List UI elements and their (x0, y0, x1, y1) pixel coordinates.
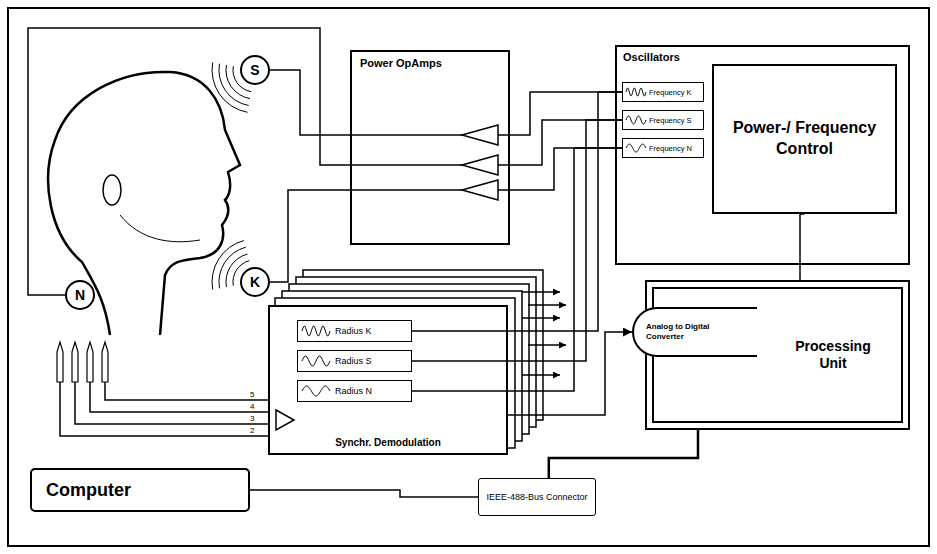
node-text: Analog to Digital Converter (646, 322, 734, 342)
drawing-stroke (522, 291, 560, 293)
amplifier-symbols (350, 125, 510, 200)
frequency-box: Frequency S (622, 110, 704, 130)
jaw-line (120, 215, 200, 242)
node-text: Frequency K (649, 88, 692, 97)
data-arrows (522, 292, 566, 375)
computer-box: Computer (30, 468, 250, 512)
node-text: Power-/ Frequency Control (730, 118, 880, 160)
connector (270, 190, 350, 282)
connector (412, 120, 622, 361)
connector (412, 148, 622, 391)
connector (412, 92, 622, 331)
node-text: Frequency N (649, 144, 692, 153)
node-text: Frequency S (649, 116, 692, 125)
wire-number: 2 (249, 426, 255, 435)
connector (508, 332, 632, 415)
node-text: Synchr. Demodulation (335, 437, 441, 453)
wave-symbol (625, 87, 647, 97)
node-text: S (250, 62, 259, 78)
drawing-stroke (350, 189, 462, 191)
wire-number: 4 (249, 402, 255, 411)
frequency-box: Frequency N (622, 138, 704, 158)
coil-circle: S (240, 55, 270, 85)
control-box: Power-/ Frequency Control (712, 64, 897, 214)
wave-line (302, 386, 330, 396)
sensor-wire (75, 382, 268, 424)
stack-layers (268, 270, 543, 455)
head-outline (48, 72, 240, 335)
sensor-wire (105, 382, 268, 400)
demod-amplifier (276, 410, 294, 430)
sensor-wire (90, 382, 268, 412)
connector-box: IEEE-488-Bus Connector (478, 478, 596, 516)
drawing-stroke (350, 134, 462, 136)
connector (28, 28, 350, 295)
node-text: Computer (46, 480, 131, 501)
demodulator-box: Synchr. Demodulation Radius K Radius S Radi… (268, 305, 508, 455)
outer-frame (8, 8, 929, 546)
radius-box: Radius K (297, 320, 412, 342)
node-text: Radius N (335, 386, 372, 396)
electrode (57, 342, 63, 382)
radius-box: Radius S (297, 350, 412, 372)
drawing-stroke (350, 164, 462, 166)
wave-line (626, 144, 646, 152)
connector (549, 430, 698, 478)
node-text: Radius K (335, 326, 372, 336)
wire-number: 5 (249, 390, 255, 399)
connector (510, 148, 622, 190)
node-text: Radius S (335, 356, 372, 366)
coil-circle: N (65, 280, 95, 310)
connector (510, 120, 622, 165)
amplifier-panel: Power OpAmps (350, 50, 510, 245)
wave-symbol (301, 355, 331, 367)
converter-shape: Analog to Digital Converter (632, 307, 757, 357)
drawing-stroke (528, 304, 566, 306)
frequency-box: Frequency K (622, 82, 704, 102)
drawing-stroke (522, 374, 560, 376)
radius-box: Radius N (297, 380, 412, 402)
converter-border (633, 308, 757, 356)
wave-line (302, 326, 330, 336)
wave-line (626, 88, 646, 96)
node-text: Processing Unit (788, 338, 878, 373)
processing-box: Processing Unit Analog to Digital Convert… (645, 280, 910, 430)
wave-symbol (625, 115, 647, 125)
electrode (102, 342, 108, 382)
wave-line (302, 356, 330, 366)
connector (250, 490, 478, 497)
connector (270, 70, 350, 135)
coil-circle: K (240, 267, 270, 297)
electrode (87, 342, 93, 382)
electrode (72, 342, 78, 382)
electrodes (57, 342, 268, 436)
drawing-stroke (462, 155, 498, 175)
sensor-wire (60, 382, 268, 436)
wave-symbol (625, 143, 647, 153)
drawing-stroke (528, 344, 566, 346)
node-text: N (75, 287, 85, 303)
drawing-stroke (268, 305, 508, 455)
wave-symbol (301, 385, 331, 397)
connector (510, 92, 622, 135)
ear (103, 175, 121, 205)
drawing-stroke (522, 317, 560, 319)
node-text: IEEE-488-Bus Connector (486, 492, 587, 503)
converter-fill (633, 308, 757, 356)
wave-symbol (301, 325, 331, 337)
node-text: Power OpAmps (352, 52, 508, 74)
field-lines (212, 63, 251, 290)
drawing-stroke (462, 180, 498, 200)
connector (800, 214, 805, 280)
wave-line (626, 116, 646, 124)
oscillator-panel: OscillatorsFrequency KFrequency SFrequen… (615, 45, 910, 265)
wire-number: 3 (249, 414, 255, 423)
node-text: K (250, 274, 260, 290)
drawing-stroke (462, 125, 498, 145)
